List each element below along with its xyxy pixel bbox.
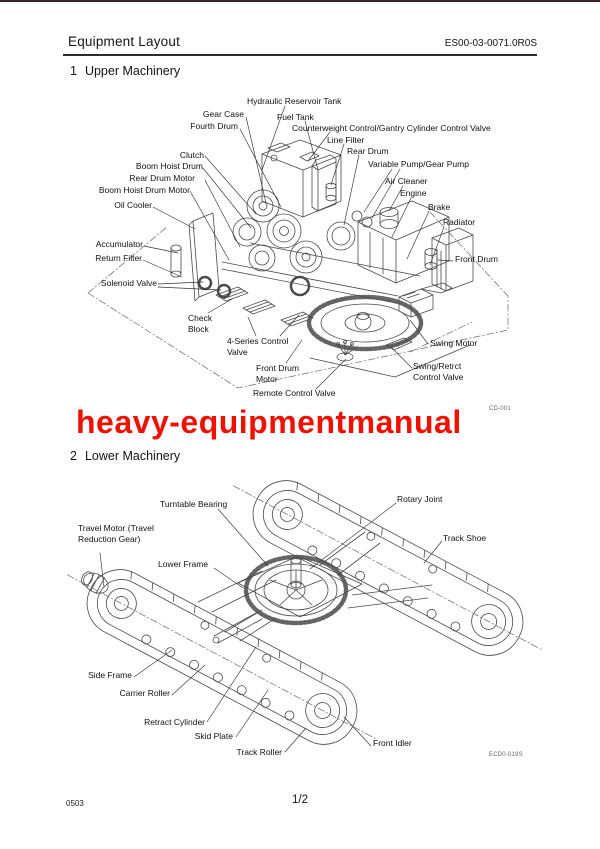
label-front-drum-motor: Front Drum Motor — [256, 363, 299, 384]
label-retract-cylinder: Retract Cylinder — [144, 717, 205, 727]
label-clutch: Clutch — [179, 150, 204, 160]
label-accumulator: Accumulator — [95, 239, 143, 249]
label-counterweight-gantry-control-valve: Counterweight Control/Gantry Cylinder Co… — [292, 123, 491, 133]
label-swing-retrct-control-valve: Swing/Retrct Control Valve — [413, 361, 464, 382]
section-number: 1 — [70, 64, 77, 78]
label-side-frame: Side Frame — [88, 670, 132, 680]
label-air-cleaner: Air Cleaner — [385, 176, 428, 186]
label-4-series-control-valve: 4-Series Control Valve — [227, 336, 289, 357]
label-carrier-roller: Carrier Roller — [119, 688, 170, 698]
label-track-shoe: Track Shoe — [443, 533, 487, 543]
label-brake: Brake — [428, 202, 451, 212]
section-title: Lower Machinery — [84, 449, 181, 463]
label-fuel-tank: Fuel Tank — [277, 112, 314, 122]
label-line-filter: Line Filter — [327, 135, 365, 145]
label-rear-drum: Rear Drum — [347, 146, 389, 156]
page-title: Equipment Layout — [68, 34, 181, 49]
label-swing-motor: Swing Motor — [430, 338, 478, 348]
footer-revision-code: 0503 — [66, 799, 84, 808]
header-rule — [63, 54, 537, 56]
watermark: heavy-equipmentmanual — [76, 404, 462, 440]
section-title: Upper Machinery — [84, 64, 181, 78]
lower-machinery-illustration — [67, 480, 543, 753]
label-front-idler: Front Idler — [373, 738, 412, 748]
label-boom-hoist-drum-motor: Boom Hoist Drum Motor — [98, 185, 190, 195]
label-skid-plate: Skid Plate — [194, 731, 233, 741]
label-variable-pump-gear-pump: Variable Pump/Gear Pump — [368, 159, 469, 169]
label-rotary-joint: Rotary Joint — [397, 494, 443, 504]
label-rear-drum-motor: Rear Drum Motor — [129, 173, 195, 183]
section-heading-upper: 1 Upper Machinery — [70, 64, 180, 78]
section-number: 2 — [70, 449, 77, 463]
figure-code-lower: ECD0-019S — [489, 752, 523, 758]
label-travel-motor: Travel Motor (Travel Reduction Gear) — [78, 523, 154, 544]
label-check-block: Check Block — [188, 313, 213, 334]
label-lower-frame: Lower Frame — [158, 559, 209, 569]
label-radiator: Radiator — [443, 217, 476, 227]
document-number: ES00-03-0071.0R0S — [444, 38, 537, 49]
label-oil-cooler: Oil Cooler — [114, 200, 152, 210]
page-top-edge — [0, 0, 600, 2]
label-solenoid-valve: Solenoid Valve — [100, 278, 157, 288]
label-return-filter: Return Filter — [95, 253, 142, 263]
label-boom-hoist-drum: Boom Hoist Drum — [135, 161, 203, 171]
label-track-roller: Track Roller — [236, 747, 283, 757]
label-gear-case: Gear Case — [202, 109, 244, 119]
label-engine: Engine — [400, 188, 427, 198]
footer-page-number: 1/2 — [292, 794, 308, 806]
label-front-drum: Front Drum — [455, 254, 498, 264]
label-hydraulic-reservoir-tank: Hydraulic Reservoir Tank — [247, 96, 342, 106]
label-turntable-bearing: Turntable Bearing — [160, 499, 228, 509]
figure-code-upper: CD-001 — [489, 406, 511, 412]
label-fourth-drum: Fourth Drum — [190, 121, 238, 131]
section-heading-lower: 2 Lower Machinery — [70, 449, 180, 463]
label-remote-control-valve: Remote Control Valve — [253, 388, 336, 398]
